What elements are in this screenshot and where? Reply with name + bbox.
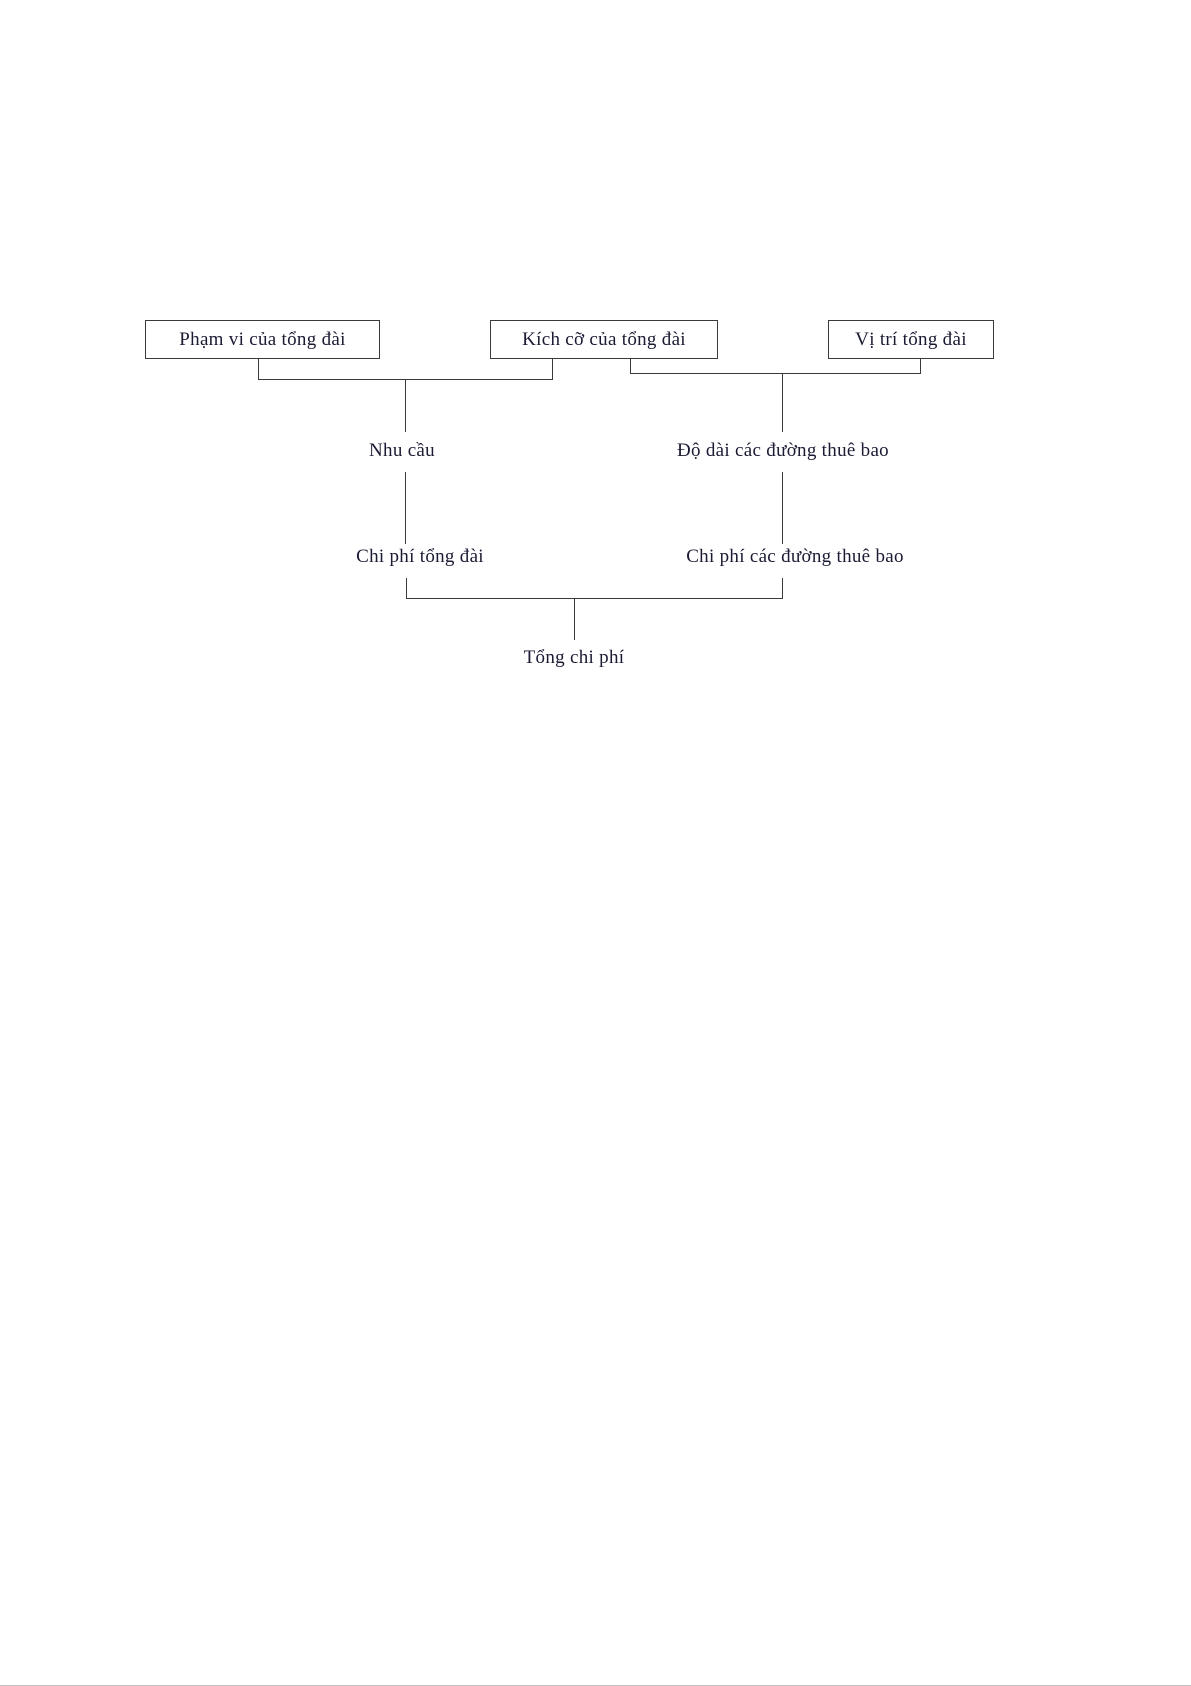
- connector-line-length-to-line-cost: [782, 472, 783, 544]
- connector-bus-line-length-drop: [782, 373, 783, 432]
- connector-location-down: [920, 359, 921, 373]
- node-label-line-cost[interactable]: Chi phí các đường thuê bao: [686, 546, 904, 568]
- node-box-size[interactable]: Kích cỡ của tổng đài: [490, 320, 718, 359]
- node-box-location[interactable]: Vị trí tổng đài: [828, 320, 994, 359]
- node-label-exchange-cost-text: Chi phí tổng đài: [356, 546, 484, 567]
- connector-demand-to-exchange-cost: [405, 472, 406, 544]
- connector-bus-demand-drop: [405, 379, 406, 432]
- node-label-line-cost-text: Chi phí các đường thuê bao: [686, 546, 904, 567]
- node-label-demand[interactable]: Nhu cầu: [369, 440, 435, 462]
- connector-size-down-left: [552, 359, 553, 379]
- connector-exchange-cost-down: [406, 578, 407, 598]
- node-label-demand-text: Nhu cầu: [369, 440, 435, 461]
- connector-scope-down: [258, 359, 259, 379]
- node-box-scope[interactable]: Phạm vi của tổng đài: [145, 320, 380, 359]
- node-label-total-cost-text: Tổng chi phí: [523, 647, 625, 668]
- connector-bus-total-cost: [406, 598, 783, 599]
- node-label-total-cost[interactable]: Tổng chi phí: [524, 647, 625, 669]
- node-box-location-label: Vị trí tổng đài: [855, 328, 967, 350]
- node-label-line-length-text: Độ dài các đường thuê bao: [677, 440, 889, 461]
- connector-size-down-right: [630, 359, 631, 373]
- node-label-line-length[interactable]: Độ dài các đường thuê bao: [677, 440, 889, 462]
- node-box-size-label: Kích cỡ của tổng đài: [522, 328, 686, 350]
- node-box-scope-label: Phạm vi của tổng đài: [179, 328, 346, 350]
- node-label-exchange-cost[interactable]: Chi phí tổng đài: [356, 546, 484, 568]
- connector-bus-line-length: [630, 373, 921, 374]
- connector-bus-total-cost-drop: [574, 598, 575, 640]
- connector-line-cost-down: [782, 578, 783, 598]
